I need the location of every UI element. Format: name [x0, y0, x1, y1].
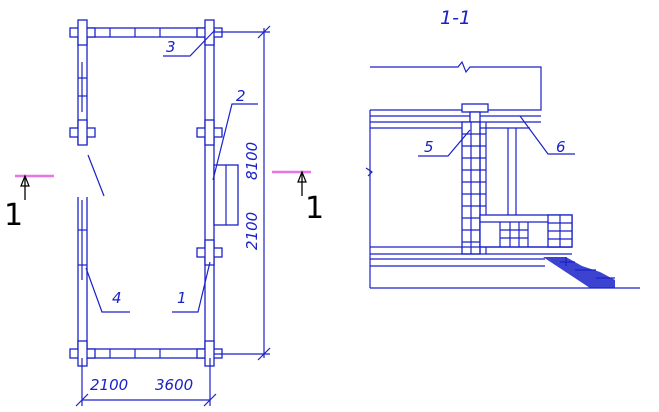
section-cut-left: 1 — [4, 174, 54, 233]
section-cut-right: 1 — [272, 170, 324, 226]
callout-3: 3 — [166, 38, 176, 56]
callout-1: 1 — [177, 289, 187, 307]
callout-4: 4 — [112, 289, 122, 307]
callout-2: 2 — [236, 87, 246, 105]
porch-block — [213, 164, 239, 226]
column-cap — [461, 103, 489, 123]
horizontal-dimension — [75, 358, 217, 407]
section-callout-leaders — [418, 115, 575, 157]
door-leaf — [87, 154, 105, 197]
log-joints — [69, 19, 223, 367]
callout-6: 6 — [556, 138, 566, 156]
dim-8100: 8100 — [243, 142, 261, 180]
roof-slab — [365, 60, 542, 288]
plan-walls — [69, 19, 239, 367]
cut-label-right: 1 — [305, 191, 324, 226]
floor-plan: 3 2 4 1 8100 2100 2100 3600 1 — [4, 19, 324, 407]
dim-2100-vertical: 2100 — [243, 212, 261, 250]
plan-callout-leaders — [85, 29, 258, 313]
brick-column — [461, 121, 487, 255]
right-post — [507, 128, 517, 215]
section-1-1: 1-1 — [365, 7, 640, 289]
vertical-dimension — [214, 25, 271, 361]
dim-2100-horizontal: 2100 — [90, 376, 128, 394]
entrance-steps — [543, 257, 615, 288]
dim-3600: 3600 — [155, 376, 193, 394]
window-marks — [78, 28, 161, 358]
cut-label-left: 1 — [4, 198, 23, 233]
brick-railing — [479, 214, 573, 248]
section-title: 1-1 — [440, 7, 471, 29]
callout-5: 5 — [424, 138, 434, 156]
